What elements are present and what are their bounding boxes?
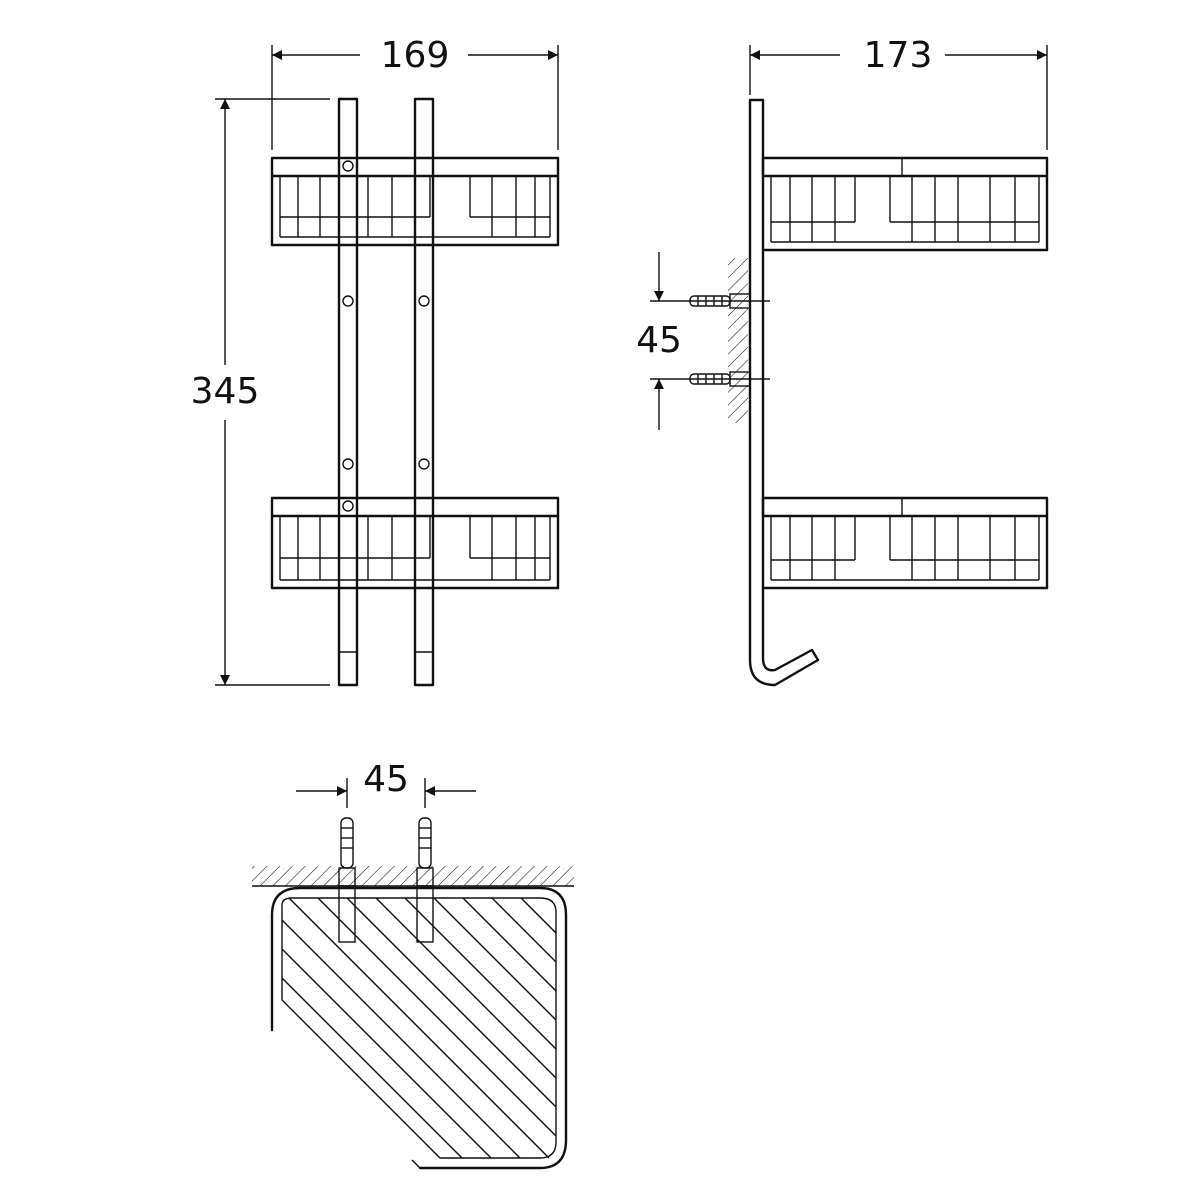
post-screw-icons xyxy=(342,160,430,512)
corner-basket-outline xyxy=(270,886,568,1170)
top-screw-spacing-label: 45 xyxy=(363,759,409,800)
corner-basket-inner-outline xyxy=(281,897,557,1159)
top-screw-spacing-dimension: 45 xyxy=(296,759,476,808)
top-wall-hatch xyxy=(252,866,574,886)
front-width-label: 169 xyxy=(381,35,450,76)
side-upper-basket xyxy=(761,156,1049,252)
mounting-posts xyxy=(337,97,435,687)
front-lower-basket xyxy=(270,496,560,590)
basket-diagonal-wires xyxy=(281,897,557,1159)
side-depth-label: 173 xyxy=(864,35,933,76)
side-lower-basket xyxy=(761,496,1049,590)
height-label: 345 xyxy=(191,371,260,412)
side-screw-spacing-dimension: 45 xyxy=(636,252,770,430)
wall-hatch xyxy=(728,258,748,423)
side-screw-spacing-label: 45 xyxy=(636,320,682,361)
front-upper-basket xyxy=(270,156,560,247)
height-dimension: 345 xyxy=(191,98,330,686)
front-width-dimension: 169 xyxy=(271,35,559,150)
back-plate xyxy=(748,98,820,687)
top-screw-icons xyxy=(338,817,434,943)
side-view: 173 45 xyxy=(636,35,1049,687)
front-view: 169 345 xyxy=(191,35,560,687)
top-view: 45 xyxy=(252,759,574,1170)
side-depth-dimension: 173 xyxy=(749,35,1048,150)
